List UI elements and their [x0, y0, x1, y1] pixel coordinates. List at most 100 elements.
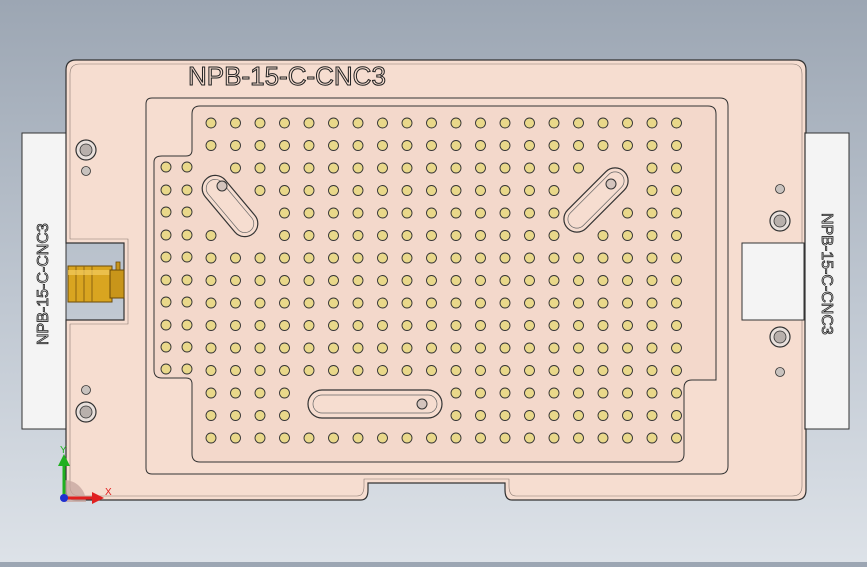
vacuum-hole	[160, 161, 172, 173]
vacuum-hole	[499, 432, 511, 444]
vacuum-hole	[475, 185, 486, 196]
vacuum-hole	[499, 140, 511, 151]
vacuum-hole	[230, 387, 241, 399]
vacuum-hole	[303, 162, 315, 174]
vacuum-hole	[377, 252, 388, 264]
vacuum-hole	[597, 252, 609, 264]
left-clamp-block[interactable]	[21, 132, 67, 430]
vacuum-hole	[426, 207, 437, 219]
vacuum-hole	[646, 297, 658, 309]
vacuum-hole	[303, 297, 315, 309]
vacuum-hole	[230, 342, 241, 354]
left-clamp-label: NPB-15-C-CNC3	[35, 223, 52, 345]
vacuum-hole	[646, 207, 658, 219]
vacuum-hole	[622, 342, 633, 354]
vacuum-hole	[352, 230, 364, 241]
vacuum-hole	[279, 365, 290, 376]
vacuum-hole	[377, 365, 388, 376]
vacuum-hole	[377, 297, 388, 309]
vacuum-hole	[499, 297, 511, 309]
vacuum-hole	[230, 297, 241, 309]
vacuum-hole	[254, 140, 266, 151]
vacuum-hole	[254, 252, 266, 264]
vacuum-hole	[622, 410, 633, 421]
vacuum-hole	[622, 275, 633, 286]
vacuum-hole	[279, 297, 290, 309]
vacuum-hole	[524, 320, 535, 331]
vacuum-hole	[377, 207, 388, 219]
vacuum-hole	[573, 252, 584, 264]
vacuum-hole	[671, 365, 682, 376]
vacuum-hole	[671, 387, 682, 399]
mount-hole-bottom-right	[769, 326, 791, 377]
vacuum-hole	[573, 117, 584, 129]
vacuum-hole	[303, 185, 315, 196]
vacuum-hole	[548, 342, 560, 354]
slot-bottom-pin	[416, 398, 428, 410]
vacuum-hole	[548, 365, 560, 376]
vacuum-hole	[401, 207, 413, 219]
vacuum-hole	[160, 319, 172, 331]
right-clamp-block[interactable]	[804, 132, 850, 430]
vacuum-hole	[450, 410, 462, 421]
vacuum-hole	[401, 297, 413, 309]
vacuum-hole	[426, 140, 437, 151]
vacuum-hole	[205, 297, 217, 309]
vacuum-hole	[597, 365, 609, 376]
vacuum-hole	[573, 432, 584, 444]
vacuum-hole	[524, 162, 535, 174]
vacuum-hole	[230, 140, 241, 151]
vacuum-hole	[499, 410, 511, 421]
vacuum-hole	[401, 117, 413, 129]
vacuum-hole	[475, 162, 486, 174]
vacuum-hole	[450, 387, 462, 399]
brass-fitting[interactable]	[67, 261, 125, 303]
vacuum-hole	[573, 365, 584, 376]
vacuum-hole	[671, 230, 682, 241]
vacuum-hole	[160, 206, 172, 218]
vacuum-hole	[205, 432, 217, 444]
vacuum-hole	[426, 297, 437, 309]
vacuum-hole	[328, 207, 339, 219]
vacuum-hole	[524, 432, 535, 444]
vacuum-hole	[279, 410, 290, 421]
vacuum-hole	[254, 297, 266, 309]
vacuum-hole	[475, 207, 486, 219]
vacuum-hole	[401, 275, 413, 286]
vacuum-hole	[671, 140, 682, 151]
vacuum-hole	[181, 341, 193, 353]
slot-bottom	[307, 389, 443, 419]
vacuum-hole	[499, 185, 511, 196]
vacuum-hole	[524, 207, 535, 219]
vacuum-hole	[328, 365, 339, 376]
vacuum-hole	[328, 230, 339, 241]
vacuum-hole	[646, 140, 658, 151]
vacuum-hole	[646, 185, 658, 196]
vacuum-hole	[254, 275, 266, 286]
vacuum-hole	[475, 252, 486, 264]
vacuum-hole	[352, 275, 364, 286]
vacuum-hole	[401, 230, 413, 241]
vacuum-hole	[597, 230, 609, 241]
vacuum-hole	[328, 117, 339, 129]
vacuum-hole	[352, 365, 364, 376]
vacuum-hole	[254, 162, 266, 174]
vacuum-hole	[548, 230, 560, 241]
vacuum-hole	[475, 230, 486, 241]
vacuum-hole	[279, 387, 290, 399]
vacuum-hole	[279, 275, 290, 286]
vacuum-hole	[524, 185, 535, 196]
vacuum-hole	[352, 185, 364, 196]
vacuum-hole	[671, 162, 682, 174]
vacuum-hole	[230, 365, 241, 376]
vacuum-hole	[622, 140, 633, 151]
vacuum-hole	[646, 342, 658, 354]
vacuum-hole	[328, 320, 339, 331]
vacuum-hole	[622, 207, 633, 219]
vacuum-hole	[377, 185, 388, 196]
vacuum-hole	[597, 410, 609, 421]
vacuum-hole	[181, 296, 193, 308]
vacuum-hole	[646, 410, 658, 421]
